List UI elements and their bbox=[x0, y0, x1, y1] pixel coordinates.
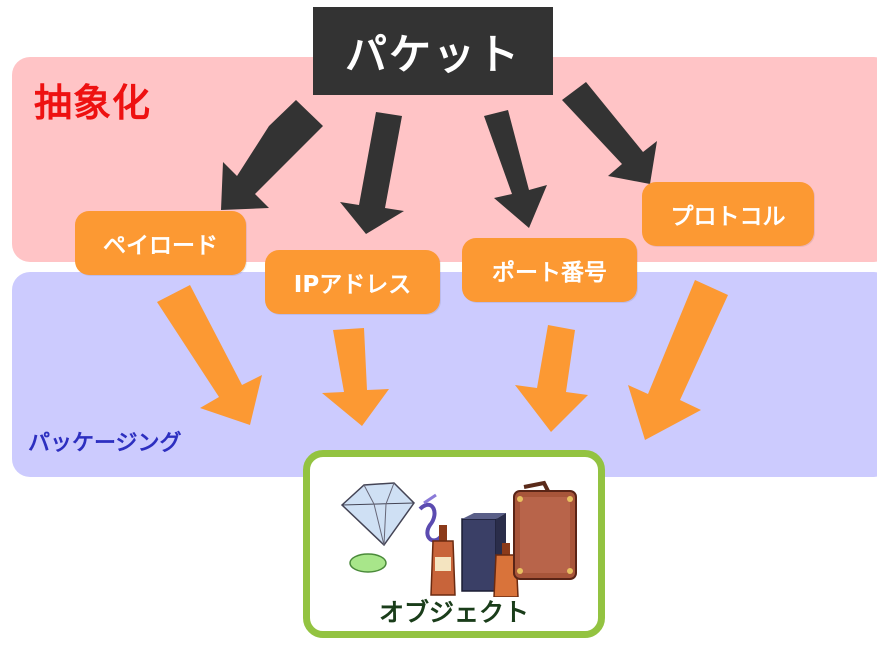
arrow-packet-to-ip bbox=[340, 112, 404, 234]
suitcase-icon bbox=[513, 480, 577, 580]
arrow-ip-to-object bbox=[322, 328, 389, 426]
arrow-packet-to-payload bbox=[221, 100, 323, 210]
object-node: オブジェクト bbox=[303, 450, 605, 638]
protocol-node: プロトコル bbox=[642, 182, 814, 246]
object-label: オブジェクト bbox=[378, 598, 529, 627]
arrow-payload-to-object bbox=[157, 285, 262, 425]
diamond-icon bbox=[340, 482, 415, 547]
arrow-protocol-to-object bbox=[628, 280, 728, 440]
box-icon bbox=[461, 513, 506, 592]
packet-node: パケット bbox=[313, 7, 553, 95]
ribbon-icon bbox=[418, 493, 444, 543]
arrow-packet-to-port bbox=[484, 110, 547, 228]
arrow-packet-to-protocol bbox=[562, 82, 657, 184]
arrow-port-to-object bbox=[515, 325, 588, 432]
packaging-band bbox=[12, 272, 877, 477]
bottle-icon bbox=[430, 525, 456, 596]
payload-node: ペイロード bbox=[75, 211, 246, 275]
port-number-node: ポート番号 bbox=[462, 238, 637, 302]
packaging-label: パッケージング bbox=[28, 431, 182, 456]
object-illustration bbox=[340, 480, 577, 597]
abstraction-label: 抽象化 bbox=[34, 81, 152, 125]
green-gem-icon bbox=[349, 553, 387, 573]
ip-address-node: IPアドレス bbox=[265, 250, 440, 314]
bottle-icon bbox=[493, 543, 519, 597]
